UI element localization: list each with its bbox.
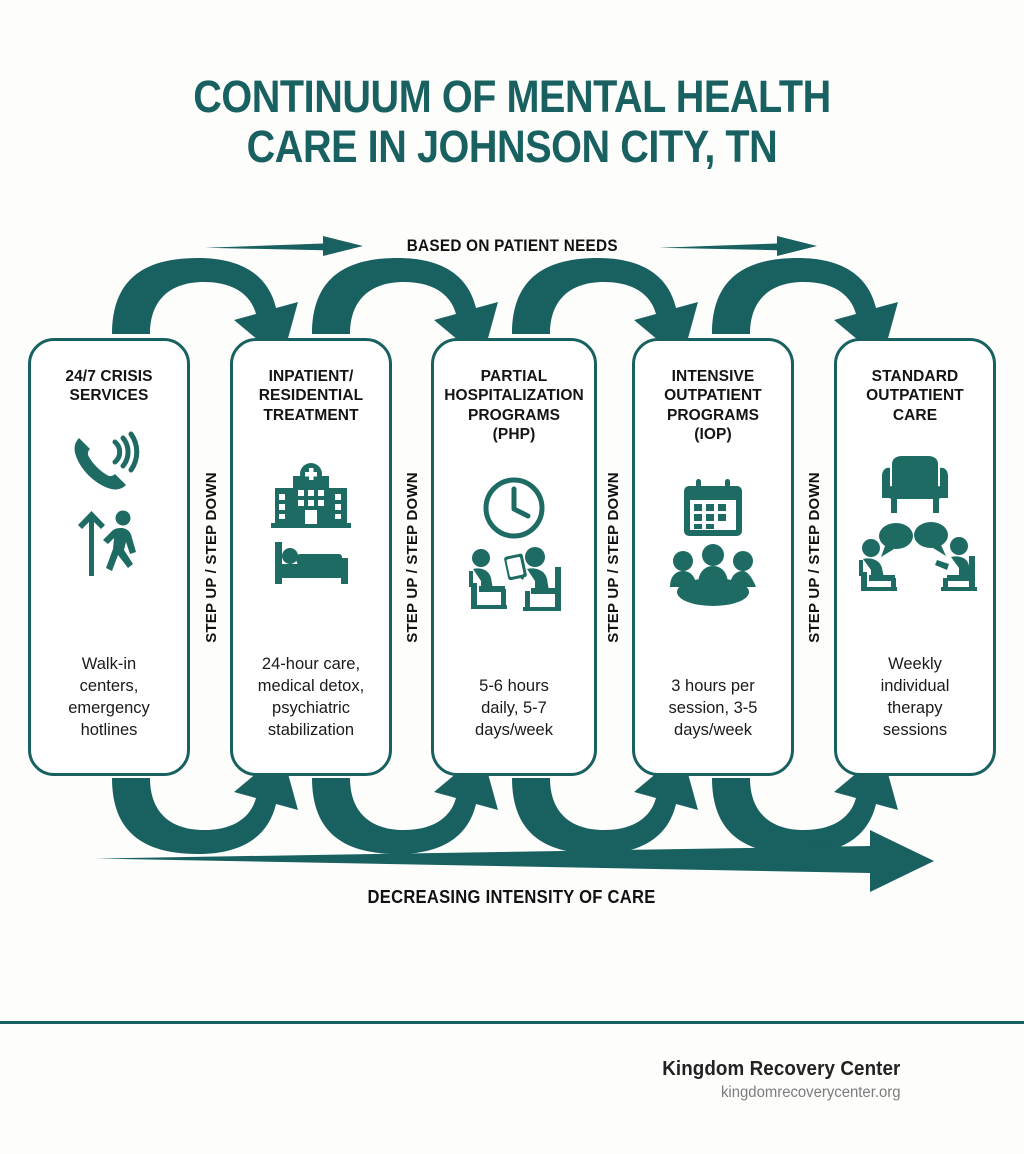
step-connector-3: STEP UP / STEP DOWN [592, 338, 634, 776]
step-connector-4: STEP UP / STEP DOWN [793, 338, 835, 776]
armchair-icon [882, 456, 948, 514]
long-right-arrow-icon [96, 830, 934, 892]
card-icon-group [459, 459, 569, 629]
card-icon-group [67, 420, 151, 590]
two-seated-people-icon [469, 546, 561, 611]
walking-person-up-arrow-icon [78, 510, 136, 576]
decreasing-intensity-text: DECREASING INTENSITY OF CARE [367, 887, 657, 907]
page-title: CONTINUUM OF MENTAL HEALTH CARE IN JOHNS… [193, 71, 831, 173]
card-body: Walk-in centers, emergency hotlines [68, 654, 150, 739]
right-arrow-icon [204, 236, 363, 256]
decreasing-intensity-label: DECREASING INTENSITY OF CARE [0, 887, 1024, 908]
card-heading: STANDARD OUTPATIENT CARE [866, 368, 964, 424]
step-connector-1: STEP UP / STEP DOWN [190, 338, 232, 776]
footer-divider [0, 1021, 1024, 1024]
step-connector-2: STEP UP / STEP DOWN [391, 338, 433, 776]
footer: Kingdom Recovery Center kingdomrecoveryc… [647, 1058, 900, 1102]
card-body: Weekly individual therapy sessions [880, 654, 950, 739]
card-heading: INPATIENT/ RESIDENTIAL TREATMENT [258, 368, 364, 424]
card-crisis-services[interactable]: 24/7 CRISIS SERVICES [28, 338, 190, 776]
brand-name: Kingdom Recovery Center [661, 1058, 900, 1080]
phone-signal-icon [74, 431, 140, 490]
right-arrow-icon [659, 236, 818, 256]
card-inpatient-residential[interactable]: INPATIENT/ RESIDENTIAL TREATMENT [230, 338, 392, 776]
step-connector-label: STEP UP / STEP DOWN [403, 471, 421, 643]
patient-bed-icon [275, 542, 348, 585]
card-icon-group [851, 439, 979, 609]
card-heading: INTENSIVE OUTPATIENT PROGRAMS (IOP) [664, 368, 762, 444]
card-partial-hospitalization[interactable]: PARTIAL HOSPITALIZATION PROGRAMS (PHP) [431, 338, 597, 776]
hospital-building-icon [271, 463, 351, 529]
based-on-patient-needs-band: BASED ON PATIENT NEEDS [0, 228, 1024, 264]
step-connector-label: STEP UP / STEP DOWN [805, 471, 823, 643]
card-body: 3 hours per session, 3-5 days/week [668, 676, 758, 739]
card-standard-outpatient[interactable]: STANDARD OUTPATIENT CARE [834, 338, 996, 776]
card-icon-group [267, 439, 355, 609]
based-on-patient-needs-label: BASED ON PATIENT NEEDS [406, 236, 618, 255]
card-intensive-outpatient[interactable]: INTENSIVE OUTPATIENT PROGRAMS (IOP) [632, 338, 794, 776]
clock-icon [483, 477, 545, 538]
card-icon-group [661, 459, 765, 629]
step-connector-label: STEP UP / STEP DOWN [202, 471, 220, 643]
group-table-icon [670, 543, 756, 606]
card-heading: 24/7 CRISIS SERVICES [65, 368, 153, 405]
step-connector-label: STEP UP / STEP DOWN [604, 471, 622, 643]
website-url[interactable]: kingdomrecoverycenter.org [720, 1084, 900, 1101]
care-levels-row: 24/7 CRISIS SERVICES [0, 338, 1024, 776]
card-heading: PARTIAL HOSPITALIZATION PROGRAMS (PHP) [444, 368, 584, 444]
card-body: 24-hour care, medical detox, psychiatric… [257, 654, 365, 739]
two-people-talking-icon [859, 522, 977, 592]
card-body: 5-6 hours daily, 5-7 days/week [475, 676, 553, 739]
calendar-icon [684, 478, 742, 536]
